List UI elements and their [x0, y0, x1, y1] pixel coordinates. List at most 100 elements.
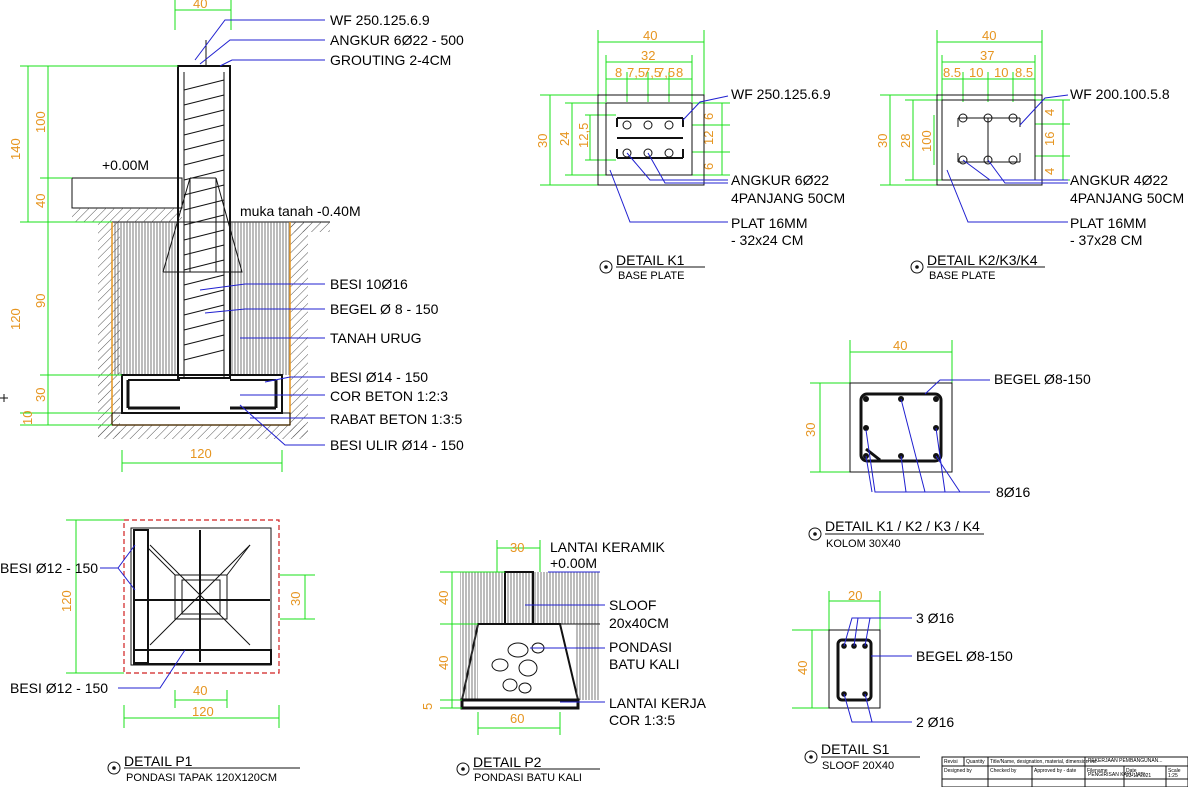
k2-dim-10b: 10 [994, 65, 1008, 80]
p1-label-besi-a: BESI Ø12 - 150 [0, 560, 98, 576]
k1-label-plat1: PLAT 16MM [731, 215, 808, 231]
s1-label-top: 3 Ø16 [916, 610, 954, 626]
label-muka-tanah: muka tanah -0.40M [240, 203, 361, 219]
label-besi-ulir: BESI ULIR Ø14 - 150 [330, 437, 464, 453]
p2-label-pondasi1: PONDASI [609, 639, 672, 655]
p2-dim-60: 60 [510, 711, 524, 726]
k2-dim-37: 37 [980, 48, 994, 63]
p2-label-kerja1: LANTAI KERJA [609, 695, 707, 711]
p2-label-sloof1: SLOOF [609, 597, 656, 613]
p1-subtitle: PONDASI TAPAK 120X120CM [126, 772, 277, 784]
k1-title: DETAIL K1 [616, 252, 685, 268]
p1-cut-boundary [123, 519, 280, 674]
kolom-subtitle: KOLOM 30X40 [826, 538, 901, 550]
detail-k1: 40 32 8 7,5 7,5 7,5 8 30 24 12,5 6 12 6 … [535, 28, 845, 282]
k2-dim-4a: 4 [1042, 109, 1057, 116]
dim-top-40: 40 [193, 0, 207, 11]
k2-dim-40: 40 [982, 28, 996, 43]
tb-date-head: Date [1126, 768, 1137, 774]
p2-dim-40a: 40 [436, 591, 451, 605]
s1-label-begel: BEGEL Ø8-150 [916, 648, 1013, 664]
k1-dim-6b: 6 [701, 163, 716, 170]
crosshair-mark [0, 394, 8, 402]
s1-label-bottom: 2 Ø16 [916, 714, 954, 730]
detail-s1: 20 40 3 Ø16 BEGEL Ø8-150 2 Ø16 DETAIL S1… [792, 588, 1013, 772]
tb-filename: Filename [1087, 768, 1108, 774]
k2-dim-16: 16 [1042, 132, 1057, 146]
title-block: Revisi Quantity Title/Name, designation,… [941, 756, 1188, 787]
k1-label-angkur2: 4PANJANG 50CM [731, 190, 845, 206]
p2-dim-30: 30 [510, 540, 524, 555]
k2-title: DETAIL K2/K3/K4 [927, 252, 1038, 268]
k2-plate [936, 94, 1043, 186]
dim-90: 90 [33, 294, 48, 308]
label-angkur: ANGKUR 6Ø22 - 500 [330, 32, 464, 48]
k1-label-plat2: - 32x24 CM [731, 232, 803, 248]
p2-label-lantai2: +0.00M [550, 555, 597, 571]
kolom-stirrup [859, 392, 943, 463]
p2-pondasi [460, 623, 580, 701]
label-tanah-urug: TANAH URUG [330, 330, 422, 346]
label-besi-10: BESI 10Ø16 [330, 276, 408, 292]
p2-dim-5: 5 [420, 703, 435, 710]
k2-dim-4b: 4 [1042, 168, 1057, 175]
kolom-dim-h: 30 [803, 423, 818, 437]
left-dim-lines [20, 65, 178, 426]
label-grouting: GROUTING 2-4CM [330, 52, 451, 68]
p1-dim-30: 30 [288, 592, 303, 606]
label-rabat: RABAT BETON 1:3:5 [330, 411, 462, 427]
p2-label-lantai1: LANTAI KERAMIK [550, 539, 666, 555]
s1-subtitle: SLOOF 20X40 [822, 760, 894, 772]
s1-stirrup [836, 638, 873, 702]
s1-dim-w: 20 [848, 588, 862, 603]
tb-checked: Checked by [990, 768, 1017, 774]
k1-subtitle: BASE PLATE [618, 270, 684, 282]
p1-title: DETAIL P1 [124, 753, 193, 769]
k1-dim-75c: 7,5 [657, 65, 675, 80]
dim-30: 30 [33, 388, 48, 402]
dim-40: 40 [33, 194, 48, 208]
foundation-section: 40 [8, 0, 464, 472]
k2-dim-85a: 8.5 [943, 65, 961, 80]
tb-project: PENGIRISAN KAYU JATI [1088, 772, 1145, 778]
k2-label-angkur1: ANGKUR 4Ø22 [1070, 172, 1168, 188]
tanah-urug-area [112, 222, 178, 375]
p2-lantai-kerja [460, 698, 580, 710]
p2-title: DETAIL P2 [473, 754, 542, 770]
p2-subtitle: PONDASI BATU KALI [474, 772, 582, 784]
tb-scale: 1:25 [1168, 773, 1178, 779]
p2-label-pondasi2: BATU KALI [609, 656, 680, 672]
s1-section [828, 629, 881, 709]
detail-p2: 30 40 40 5 60 LANTAI KERAMIK +0.00M SLOO… [420, 539, 707, 784]
tb-revisi: Revisi [944, 759, 958, 765]
detail-k2: 40 37 8.5 10 10 8.5 30 28 100 4 16 4 WF … [875, 28, 1184, 282]
k1-dim-6a: 6 [701, 113, 716, 120]
k2-label-wf: WF 200.100.5.8 [1070, 86, 1170, 102]
k1-plate [597, 94, 705, 186]
label-begel: BEGEL Ø 8 - 150 [330, 301, 439, 317]
kolom-dim-w: 40 [893, 338, 907, 353]
kolom-section [849, 382, 953, 473]
tb-designed: Designed by [944, 768, 972, 774]
label-besi-14: BESI Ø14 - 150 [330, 369, 428, 385]
s1-title: DETAIL S1 [821, 741, 890, 757]
kolom-title: DETAIL K1 / K2 / K3 / K4 [825, 518, 980, 534]
k1-dim-75b: 7,5 [643, 65, 661, 80]
kolom-label-tul: 8Ø16 [996, 484, 1030, 500]
k2-label-plat1: PLAT 16MM [1070, 215, 1147, 231]
floor-slab [71, 177, 183, 209]
tb-date: 23-11-2021 [1126, 773, 1151, 779]
tb-quantity: Quantity [966, 759, 985, 765]
k2-dim-85b: 8.5 [1015, 65, 1033, 80]
s1-dim-h: 40 [795, 661, 810, 675]
k1-dim-8a: 8 [615, 65, 622, 80]
p1-rebar-v [133, 529, 149, 664]
s1-rebars [841, 643, 868, 697]
dim-100: 100 [33, 111, 48, 133]
tb-approved: Approved by - date [1034, 768, 1076, 774]
p2-dim-40b: 40 [436, 656, 451, 670]
k1-label-wf: WF 250.125.6.9 [731, 86, 831, 102]
dim-140: 140 [8, 138, 23, 160]
k2-dim-28: 28 [898, 134, 913, 148]
